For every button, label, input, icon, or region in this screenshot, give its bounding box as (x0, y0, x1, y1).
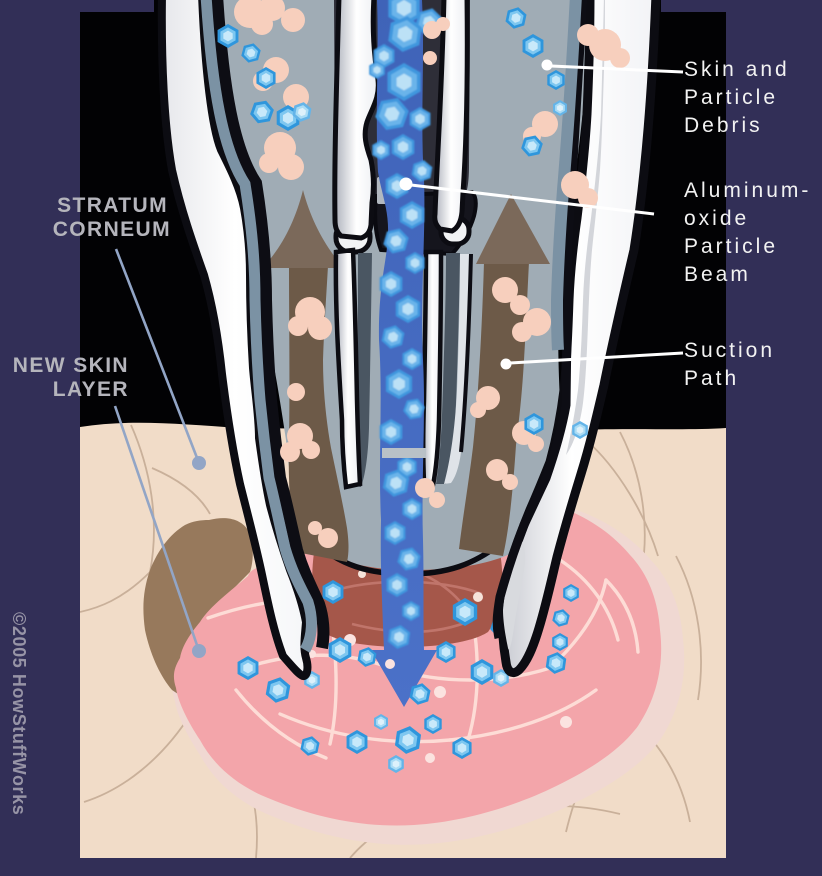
svg-text:LAYER: LAYER (53, 378, 129, 401)
svg-text:Particle: Particle (684, 235, 778, 258)
svg-text:Aluminum-: Aluminum- (684, 179, 811, 202)
svg-text:oxide: oxide (684, 207, 749, 230)
svg-text:STRATUM: STRATUM (57, 194, 168, 217)
svg-text:©2005 HowStuffWorks: ©2005 HowStuffWorks (9, 612, 29, 815)
svg-text:Suction: Suction (684, 339, 775, 362)
svg-text:NEW SKIN: NEW SKIN (13, 354, 129, 377)
svg-text:Particle: Particle (684, 86, 778, 109)
svg-text:Debris: Debris (684, 114, 763, 137)
svg-text:Skin and: Skin and (684, 58, 790, 81)
svg-text:Beam: Beam (684, 263, 751, 286)
svg-text:CORNEUM: CORNEUM (53, 218, 171, 241)
svg-text:Path: Path (684, 367, 739, 390)
